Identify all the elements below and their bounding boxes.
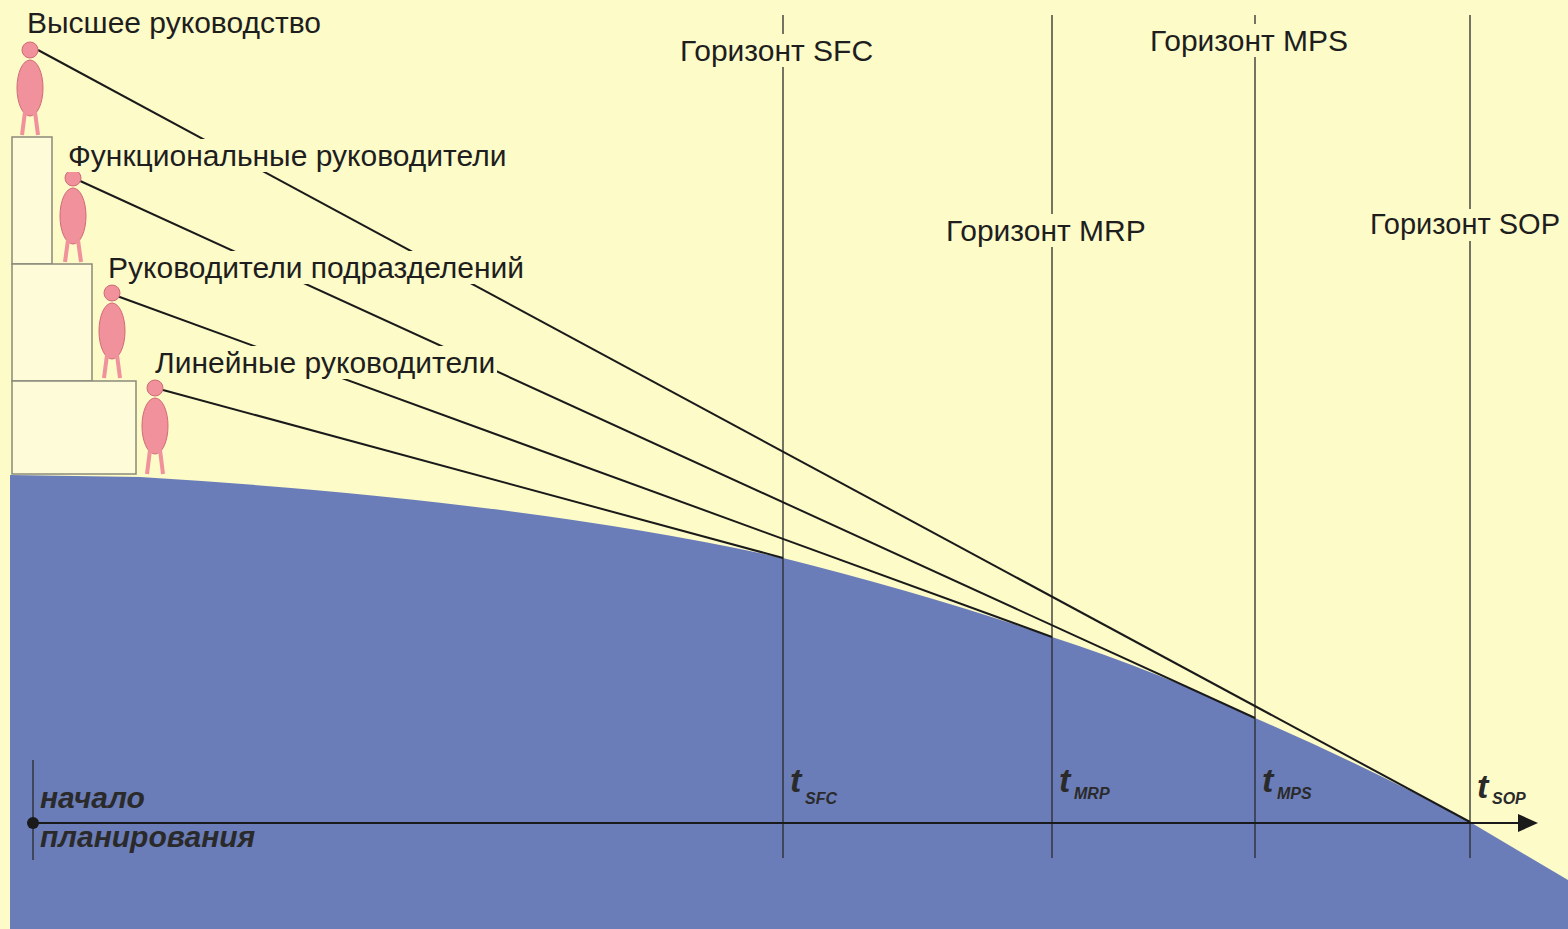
horizon-lines <box>33 15 1470 860</box>
horizon-label: Горизонт MRP <box>944 214 1148 247</box>
horizon-label: Горизонт SOP <box>1368 209 1562 241</box>
steps <box>12 137 136 474</box>
horizon-label: Горизонт SFC <box>678 34 875 67</box>
level-label: Высшее руководство <box>25 6 323 39</box>
time-subscript: SOP <box>1490 790 1528 808</box>
level-label: Функциональные руководители <box>66 139 508 172</box>
ground <box>10 475 1568 929</box>
level-label: Линейные руководители <box>153 346 497 379</box>
time-mark: t <box>1260 762 1275 799</box>
time-subscript: SFC <box>803 790 839 808</box>
time-mark: t <box>788 762 803 799</box>
time-subscript: MPS <box>1275 785 1314 803</box>
level-label: Руководители подразделений <box>106 251 526 284</box>
time-mark: t <box>1057 762 1072 799</box>
axis-label: начало планирования <box>38 778 292 856</box>
time-mark: t <box>1475 768 1490 805</box>
time-subscript: MRP <box>1072 785 1112 803</box>
sight-lines <box>38 50 1470 822</box>
horizon-label: Горизонт MPS <box>1148 24 1350 57</box>
